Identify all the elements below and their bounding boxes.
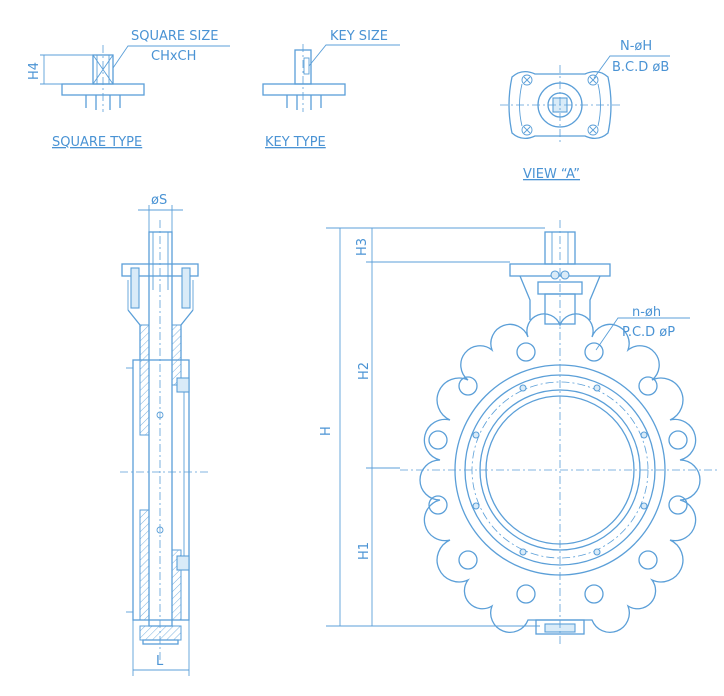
chxch-label: CHxCH <box>151 49 196 64</box>
os-label: øS <box>151 193 167 208</box>
front-view <box>326 220 720 645</box>
key-type-title: KEY TYPE <box>265 135 326 150</box>
l-label: L <box>156 654 164 669</box>
h3-label: H3 <box>355 238 370 256</box>
h-label: H <box>319 426 334 436</box>
key-size-label: KEY SIZE <box>330 29 388 44</box>
h4-label: H4 <box>27 62 42 80</box>
n-oh-label: N-øH <box>620 39 652 54</box>
view-a-title: VIEW “A” <box>523 167 580 182</box>
h1-label: H1 <box>357 542 372 560</box>
n-oh-small-label: n-øh <box>632 305 661 320</box>
side-section-view <box>120 205 210 676</box>
square-type-detail <box>40 45 230 112</box>
h2-label: H2 <box>357 362 372 380</box>
bcd-ob-label: B.C.D øB <box>612 60 669 75</box>
square-size-label: SQUARE SIZE <box>131 29 218 44</box>
view-a-detail <box>500 55 670 145</box>
pcd-op-label: P.C.D øP <box>622 325 675 340</box>
square-type-title: SQUARE TYPE <box>52 135 142 150</box>
key-type-detail <box>262 44 400 112</box>
